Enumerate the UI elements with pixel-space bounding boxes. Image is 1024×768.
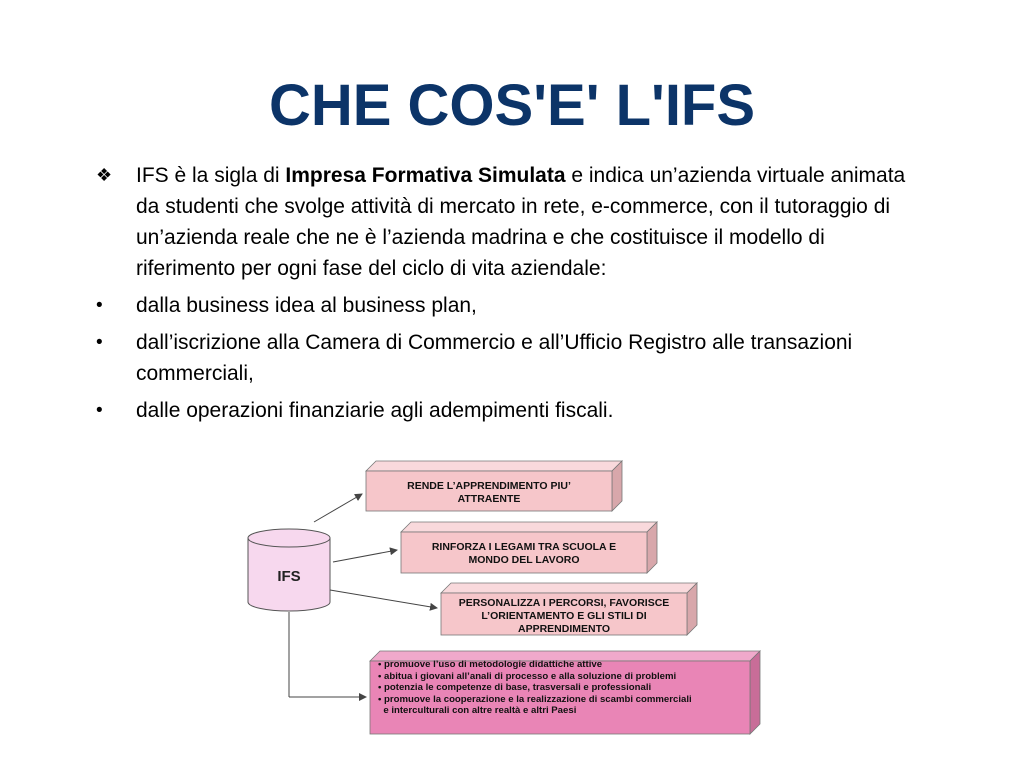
diamond-bullet-icon: ❖ xyxy=(96,165,113,185)
list-item: • dall’iscrizione alla Camera di Commerc… xyxy=(96,327,916,389)
list-item: • dalle operazioni finanziarie agli adem… xyxy=(96,395,916,426)
list-item: • potenzia le competenze di base, trasve… xyxy=(378,682,652,694)
list-item-text: dalle operazioni finanziarie agli adempi… xyxy=(136,399,614,422)
arrow-to-box-3 xyxy=(329,589,438,611)
intro-suffix: e indica un’azienda virtuale animata da … xyxy=(136,164,906,280)
slide-title: CHE COS'E' L'IFS xyxy=(268,73,756,138)
dot-bullet-icon: • xyxy=(96,400,103,421)
benefit-box-2 xyxy=(400,521,658,574)
cylinder-label: IFS xyxy=(277,568,301,585)
box-1-text: RENDE L’APPRENDIMENTO PIU’ ATTRAENTE xyxy=(407,480,571,505)
intro-bold: Impresa Formativa Simulata xyxy=(285,164,566,187)
list-item: • promuove l’uso di metodologie didattic… xyxy=(378,659,603,670)
arrow-to-box-2 xyxy=(332,547,398,563)
list-item-text: dalla business idea al business plan, xyxy=(136,294,477,317)
list-item: • promuove la cooperazione e la realizza… xyxy=(378,693,692,705)
list-item: • abitua i giovani all’anali di processo… xyxy=(378,670,677,682)
activities-box xyxy=(369,650,761,735)
dot-bullet-icon: • xyxy=(96,295,103,316)
dot-bullet-icon: • xyxy=(96,332,103,353)
benefit-box-3 xyxy=(440,582,698,636)
ifs-cylinder xyxy=(247,528,331,612)
arrow-to-box-1 xyxy=(313,493,363,523)
benefit-box-1 xyxy=(365,460,623,512)
intro-prefix: IFS è la sigla di xyxy=(136,164,286,187)
list-item: • dalla business idea al business plan, xyxy=(96,290,916,321)
activities-list: • promuove l’uso di metodologie didattic… xyxy=(378,659,744,717)
box-3-text: PERSONALIZZA I PERCORSI, FAVORISCE L’ORI… xyxy=(458,597,670,635)
list-item: e interculturali con altre realtà e altr… xyxy=(378,705,577,717)
list-item-text: dall’iscrizione alla Camera di Commercio… xyxy=(136,331,853,385)
bullet-list: ❖ IFS è la sigla di Impresa Formativa Si… xyxy=(96,160,916,432)
intro-paragraph: ❖ IFS è la sigla di Impresa Formativa Si… xyxy=(96,160,916,284)
box-2-text: RINFORZA I LEGAMI TRA SCUOLA E MONDO DEL… xyxy=(431,541,617,566)
